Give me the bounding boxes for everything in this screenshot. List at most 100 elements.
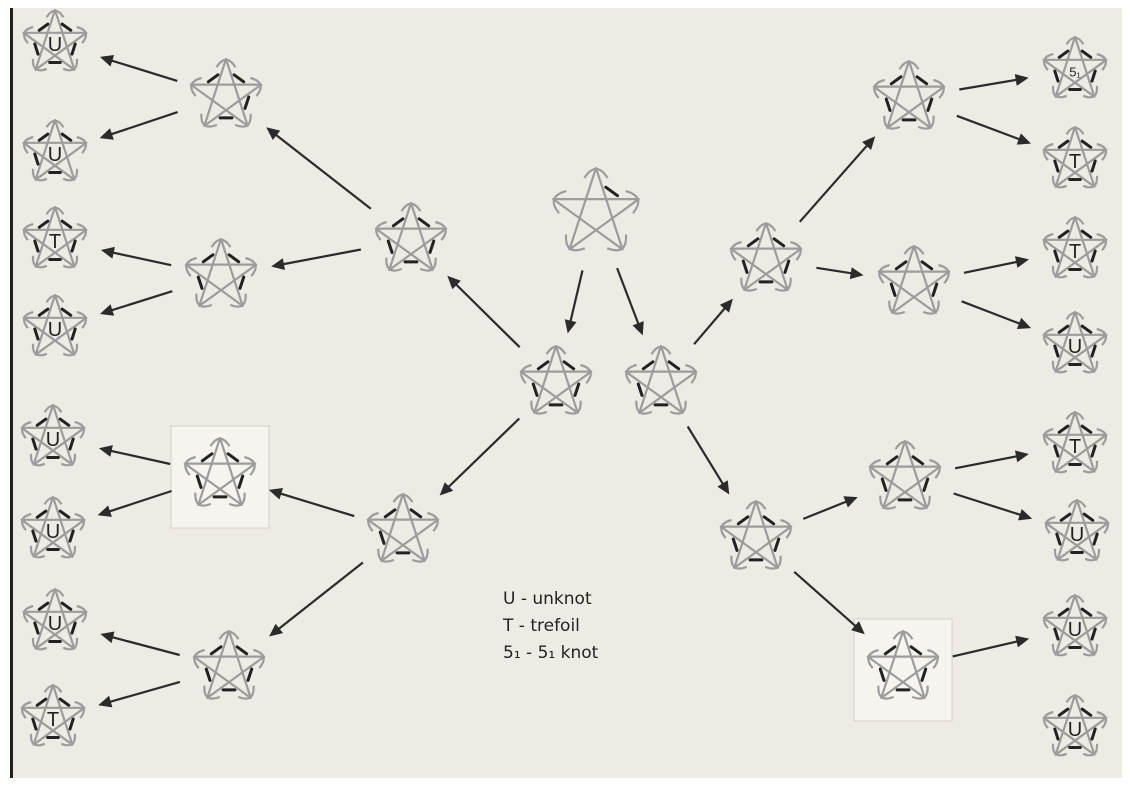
knot-loop [250, 76, 262, 97]
knot-loop [1082, 360, 1099, 374]
knot-loop [29, 453, 46, 467]
arrow-head [564, 319, 577, 334]
crossing-mark [31, 529, 38, 543]
knot-loop [62, 58, 79, 72]
knot-star [22, 118, 88, 181]
arrow-head [99, 55, 115, 67]
knot-loop [74, 420, 86, 439]
arrow-b3-to-L6 [97, 489, 172, 517]
knot-loop [867, 648, 879, 669]
knot-label-L1: U [48, 34, 62, 56]
crossing-mark [1053, 627, 1060, 641]
knot-loop [1065, 216, 1085, 225]
crossing-mark [1092, 532, 1099, 546]
knot-loop [29, 545, 46, 559]
knot-star [729, 221, 803, 291]
crossing-mark [70, 239, 77, 253]
knot-loop [76, 25, 88, 44]
arrow-shaft [444, 417, 521, 491]
crossing-mark [60, 22, 73, 32]
crossing-mark [1090, 627, 1097, 641]
crossing-mark [70, 621, 77, 635]
arrow-shaft [106, 448, 171, 466]
knot-loop [1096, 142, 1108, 161]
crossing-mark [1053, 344, 1060, 358]
knot-loop [60, 545, 77, 559]
crossing-mark [1080, 707, 1093, 717]
knot-label-R1: 5₁ [1069, 65, 1081, 80]
crossing-mark [536, 360, 550, 371]
knot-star [1042, 35, 1108, 98]
knot-b8 [853, 618, 953, 722]
arrow-c2-to-a3 [693, 298, 733, 345]
crossing-mark [1090, 249, 1097, 263]
knot-loop [933, 78, 945, 99]
arrow-shaft [693, 304, 729, 345]
arrow-a2-to-b3 [268, 488, 355, 518]
knot-loop [74, 700, 86, 719]
arrow-head [632, 321, 644, 336]
crossing-mark [58, 509, 71, 519]
knot-loop [873, 78, 885, 99]
knot-R5: T [1042, 410, 1108, 474]
knot-loop [888, 300, 906, 315]
knot-loop [922, 300, 940, 315]
arrow-shaft [274, 561, 364, 633]
crossing-mark [1057, 607, 1070, 617]
crossing-mark [772, 237, 786, 248]
knot-L8: T [20, 683, 86, 747]
knot-R8: U [1042, 693, 1108, 757]
knot-loop [635, 400, 653, 415]
crossing-mark [235, 645, 249, 656]
crossing-mark [35, 417, 48, 427]
knot-loop [898, 60, 920, 70]
crossing-mark [58, 697, 71, 707]
knot-loop [200, 113, 218, 128]
knot-star [719, 499, 793, 569]
arrow-head [862, 136, 876, 150]
crossing-mark [889, 75, 903, 86]
arrow-b1-to-L2 [99, 111, 178, 140]
crossing-mark [383, 508, 397, 519]
knot-loop [210, 238, 232, 248]
knot-loop [1051, 360, 1068, 374]
crossing-mark [37, 132, 50, 142]
crossing-mark [915, 75, 929, 86]
crossing-mark [1090, 344, 1097, 358]
crossing-mark [920, 260, 934, 271]
knot-loop [1065, 311, 1085, 320]
arrow-shaft [278, 248, 362, 267]
crossing-mark [386, 239, 394, 254]
crossing-mark [70, 42, 77, 56]
crossing-mark [200, 452, 214, 463]
knot-L5: U [20, 403, 86, 467]
knot-loop [1065, 594, 1085, 603]
crossing-mark [741, 259, 749, 274]
arrow-top-to-c1 [564, 270, 584, 334]
knot-star [877, 244, 951, 314]
crossing-mark [1080, 139, 1093, 149]
arrow-a3-to-b5 [798, 136, 876, 223]
crossing-mark [1053, 444, 1060, 458]
crossing-mark [33, 152, 40, 166]
crossing-mark [1057, 424, 1070, 434]
knot-loop [1096, 710, 1108, 729]
crossing-mark [196, 275, 204, 290]
crossing-mark [33, 327, 40, 341]
crossing-mark [1053, 159, 1060, 173]
crossing-mark [531, 382, 539, 397]
arrow-head [1016, 317, 1032, 329]
crossing-mark [573, 382, 581, 397]
knot-loop [215, 58, 237, 68]
crossing-mark [1090, 69, 1097, 83]
knot-star [183, 436, 257, 506]
knot-a1 [374, 201, 448, 272]
crossing-mark [880, 477, 888, 492]
knot-loop [31, 343, 48, 357]
knot-star [22, 8, 88, 71]
legend-five-one: 5₁ - 5₁ knot [503, 643, 599, 663]
arrow-head [851, 621, 865, 635]
arrow-c1-to-a1 [447, 275, 521, 348]
arrow-head [99, 304, 115, 316]
